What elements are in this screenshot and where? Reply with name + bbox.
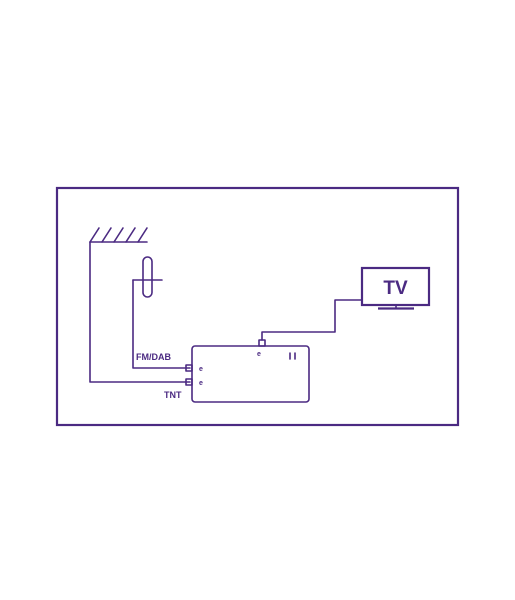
fm-dab-antenna-icon — [132, 256, 163, 298]
svg-text:e: e — [199, 366, 203, 373]
output-connector — [258, 339, 266, 347]
tnt-connector — [185, 378, 193, 386]
tnt-cable — [89, 241, 191, 383]
amplifier-icon: e e e — [185, 339, 310, 403]
fm-dab-connector — [185, 364, 193, 372]
tv-label: TV — [383, 278, 408, 299]
tnt-label: TNT — [164, 390, 182, 400]
tv-icon — [360, 266, 431, 310]
svg-text:e: e — [257, 351, 261, 358]
tnt-antenna-icon — [89, 227, 148, 243]
fm-dab-label: FM/DAB — [136, 352, 171, 362]
tv-cable — [261, 299, 363, 341]
diagram-frame — [55, 186, 460, 427]
svg-text:e: e — [199, 380, 203, 387]
fm-dab-cable — [132, 279, 191, 369]
